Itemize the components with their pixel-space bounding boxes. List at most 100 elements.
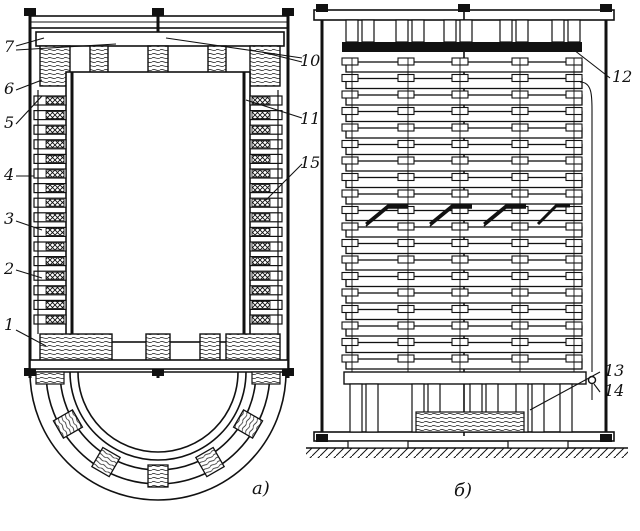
disc-spacer-tab	[341, 57, 359, 66]
winding-discs-exterior	[341, 57, 583, 372]
disc-spacer-tab	[397, 304, 415, 314]
disc-left-conductor	[45, 286, 65, 295]
plan-spacer-block	[147, 464, 169, 488]
disc-spacer-tab	[397, 106, 415, 116]
disc-spacer-tab	[397, 238, 415, 248]
callout-11: 11	[300, 109, 320, 128]
disc-spacer-tab	[341, 222, 359, 231]
disc-spacer-tab	[341, 139, 359, 149]
disc-spacer-tab	[341, 73, 359, 83]
disc-spacer-tab	[397, 354, 415, 363]
disc-spacer-tab	[397, 222, 415, 231]
bottom-spacer-block	[365, 383, 379, 433]
disc-right-conductor	[251, 227, 271, 236]
disc-spacer-tab	[397, 90, 415, 99]
top-spacer-block	[551, 19, 565, 43]
callout-14: 14	[604, 381, 624, 400]
disc-spacer-tab	[341, 271, 359, 281]
disc-left-conductor	[45, 111, 65, 119]
bottom-wood-block	[415, 411, 525, 433]
disc-left-conductor	[45, 257, 65, 266]
callout-1: 1	[4, 315, 14, 334]
disc-spacer-tab	[397, 189, 415, 198]
disc-left-conductor	[45, 169, 65, 178]
disc-spacer-tab	[341, 90, 359, 99]
disc-spacer-tab	[397, 321, 415, 330]
disc-spacer-tab	[341, 288, 359, 297]
callout-4: 4	[3, 165, 14, 184]
top-spacer-block	[395, 19, 409, 43]
winding-discs-section	[33, 90, 283, 334]
disc-left-conductor	[45, 198, 65, 207]
callout-5: 5	[4, 113, 14, 132]
disc-right-conductor	[251, 125, 271, 134]
disc-spacer-tab	[397, 57, 415, 66]
top-spacer-block	[515, 19, 529, 43]
disc-left-conductor	[45, 154, 65, 163]
top-spacer-block	[411, 19, 425, 43]
insulating-cylinder	[65, 71, 251, 343]
disc-left-conductor	[45, 140, 65, 149]
top-spacer-block	[567, 19, 581, 43]
bottom-plate	[29, 359, 289, 370]
plan-spacer-block	[194, 446, 226, 478]
disc-right-conductor	[251, 242, 271, 251]
callout-3: 3	[4, 209, 14, 228]
disc-right-conductor	[251, 184, 271, 193]
callout-12: 12	[612, 67, 632, 86]
conductor-transpositions	[365, 204, 570, 227]
top-spacer-block	[459, 19, 473, 43]
view-a-section	[24, 8, 294, 378]
disc-right-conductor	[251, 300, 271, 309]
callout-6: 6	[4, 79, 14, 98]
bottom-spacer-block	[349, 383, 363, 433]
disc-spacer-tab	[341, 321, 359, 330]
disc-spacer-tab	[341, 123, 359, 132]
disc-right-conductor	[251, 140, 271, 149]
plan-spacer-block	[232, 408, 264, 440]
disc-right-conductor	[251, 315, 271, 324]
disc-spacer-tab	[397, 337, 415, 347]
callout-10: 10	[300, 51, 320, 70]
top-spacer-block	[345, 19, 359, 43]
view-a-caption: а)	[252, 478, 270, 499]
disc-spacer-tab	[397, 73, 415, 83]
top-spacer-block	[443, 19, 457, 43]
callout-15: 15	[300, 153, 320, 172]
bottom-spacer-block	[531, 383, 545, 433]
disc-spacer-tab	[341, 238, 359, 248]
disc-right-conductor	[251, 198, 271, 207]
disc-left-conductor	[45, 271, 65, 280]
disc-spacer-tab	[341, 255, 359, 264]
upper-press-ring	[35, 31, 285, 47]
disc-left-conductor	[45, 96, 65, 105]
callout-13: 13	[604, 361, 624, 380]
disc-right-conductor	[251, 271, 271, 280]
disc-spacer-tab	[397, 288, 415, 297]
callout-7: 7	[4, 37, 15, 56]
disc-left-conductor	[45, 125, 65, 134]
disc-spacer-tab	[341, 156, 359, 165]
disc-left-conductor	[45, 242, 65, 251]
callout-numbers: 1 2 3 4 5 6 7 10 11 15 12 13 14	[3, 37, 632, 400]
disc-spacer-tab	[397, 139, 415, 149]
view-b-caption: б)	[454, 480, 472, 501]
plan-spacer-block	[90, 446, 122, 478]
disc-left-conductor	[45, 300, 65, 309]
disc-left-conductor	[45, 227, 65, 236]
disc-right-conductor	[251, 154, 271, 163]
top-spacer-block	[361, 19, 375, 43]
top-spacer-block	[499, 19, 513, 43]
disc-spacer-tab	[341, 106, 359, 116]
view-b-exterior	[306, 4, 628, 458]
disc-spacer-tab	[397, 255, 415, 264]
disc-right-conductor	[251, 96, 271, 105]
disc-spacer-tab	[341, 304, 359, 314]
disc-left-conductor	[45, 184, 65, 193]
upper-spacer-columns	[345, 19, 581, 43]
disc-left-conductor	[45, 213, 65, 222]
disc-spacer-tab	[397, 172, 415, 182]
lower-spacer-columns	[349, 383, 573, 433]
disc-right-conductor	[251, 257, 271, 266]
